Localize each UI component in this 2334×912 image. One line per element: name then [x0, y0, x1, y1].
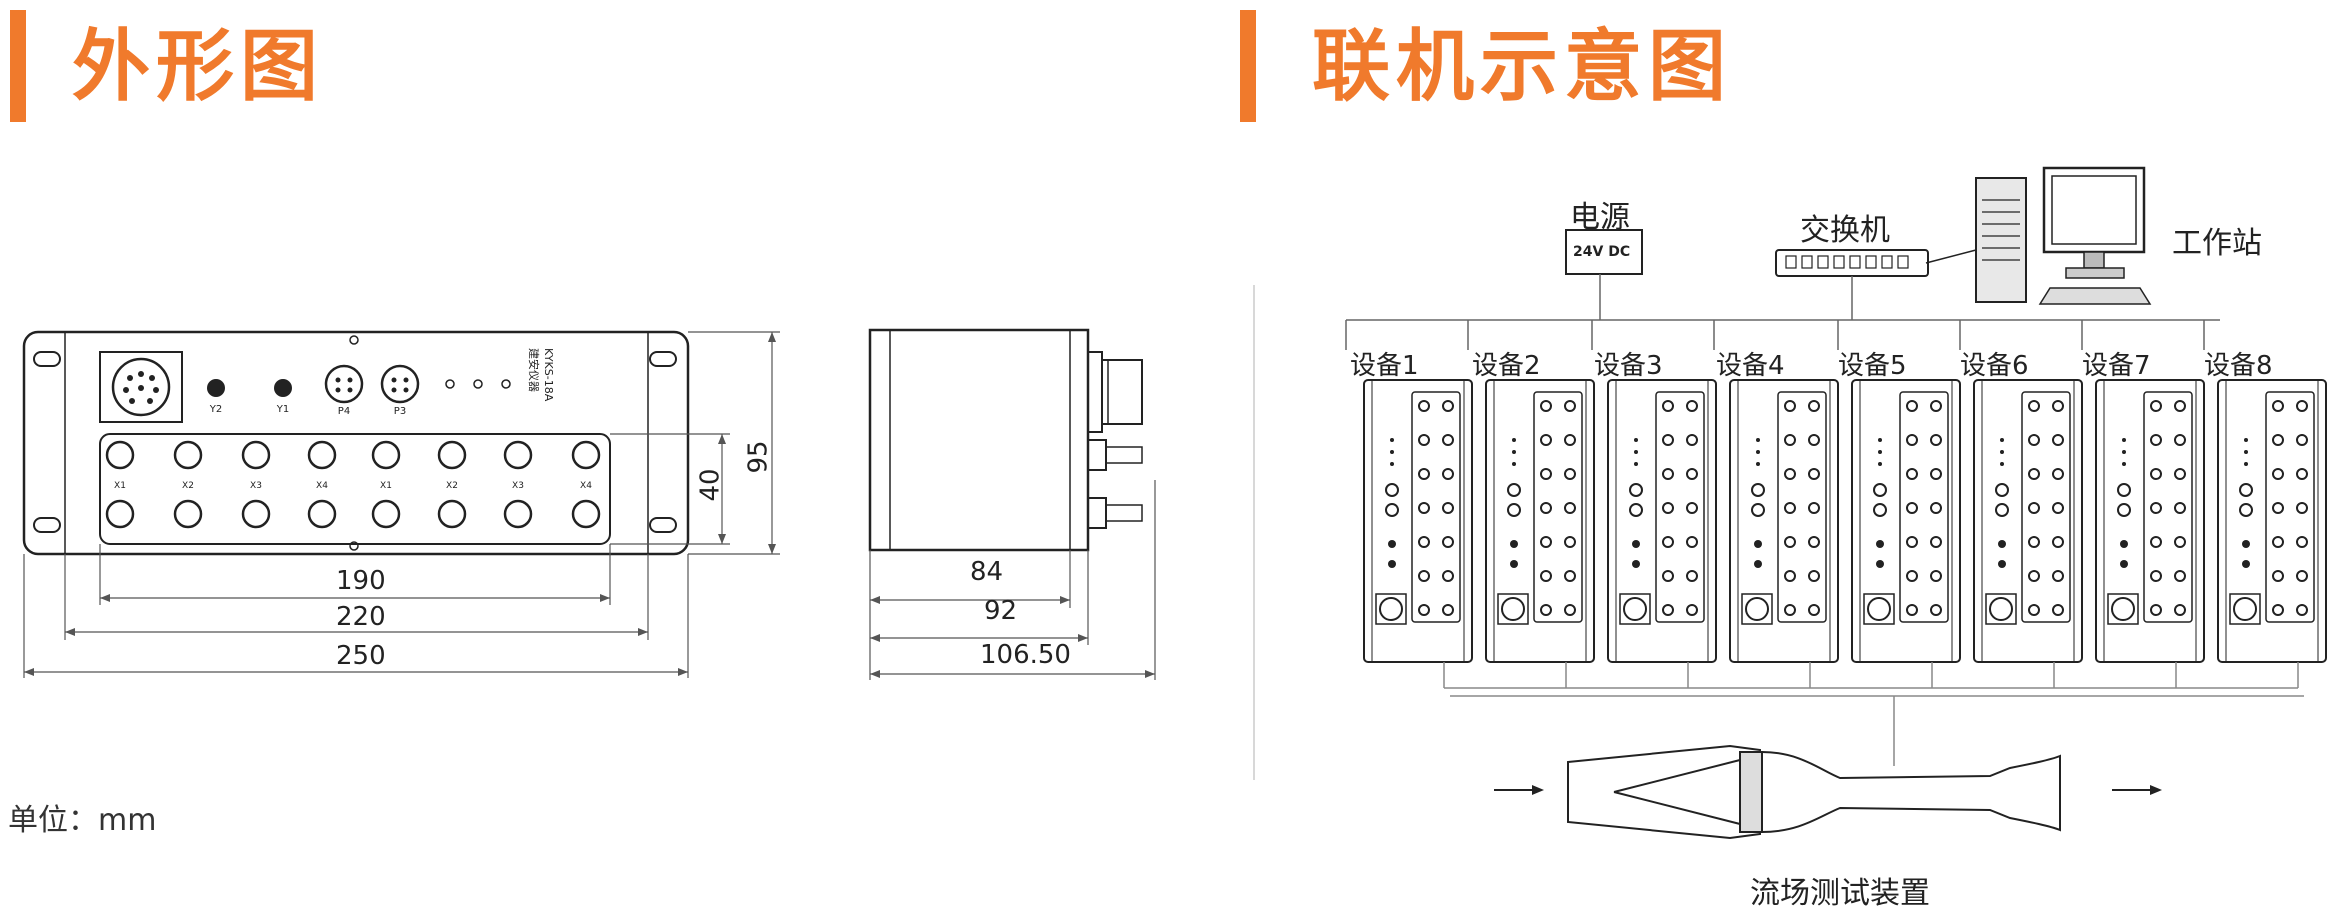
svg-text:X4: X4 — [316, 481, 328, 491]
device-panel-7 — [2095, 379, 2205, 663]
svg-text:X1: X1 — [380, 481, 392, 491]
right-title-bar — [1240, 10, 1256, 122]
svg-text:Y1: Y1 — [276, 404, 289, 415]
device-panels — [1363, 379, 2327, 663]
svg-text:Y2: Y2 — [209, 404, 222, 415]
svg-text:X4: X4 — [580, 481, 592, 491]
svg-text:P4: P4 — [338, 406, 350, 417]
panel-model-text: KYKS-18A — [542, 348, 555, 402]
right-section-title: 联机示意图 — [1312, 22, 1733, 112]
device-label-2: 设备2 — [1472, 351, 1541, 381]
dim-40: 40 — [695, 468, 726, 502]
section-divider — [1253, 285, 1255, 780]
dim-250: 250 — [336, 641, 386, 671]
device-panel-2 — [1485, 379, 1595, 663]
workstation-label: 工作站 — [2172, 226, 2262, 261]
svg-text:X1: X1 — [114, 481, 126, 491]
device-label-8: 设备8 — [2204, 351, 2273, 381]
panel-brand-text: 建安仪器 — [527, 348, 541, 392]
flow-test-label: 流场测试装置 — [1750, 876, 1930, 911]
switch-label: 交换机 — [1800, 213, 1890, 248]
front-view-drawing: Y2 Y1 P4 P3 KYKS-18A 建安仪器 X1 X2 X3 X4 X1 X2 X… — [22, 330, 780, 678]
side-view-drawing — [868, 328, 1156, 680]
device-label-7: 设备7 — [2082, 351, 2151, 381]
unit-note: 单位：mm — [8, 803, 157, 838]
mount-slot-tl — [33, 351, 61, 367]
device-panel-5 — [1851, 379, 1961, 663]
svg-text:X3: X3 — [512, 481, 524, 491]
front-plate-outline — [22, 330, 690, 556]
network-diagram — [1345, 166, 2327, 840]
flow-test-device — [1567, 744, 2061, 840]
dim-190: 190 — [336, 566, 386, 596]
device-panel-1 — [1363, 379, 1473, 663]
svg-text:X3: X3 — [250, 481, 262, 491]
mount-slot-br — [649, 517, 677, 533]
device-label-1: 设备1 — [1350, 351, 1419, 381]
svg-text:X2: X2 — [182, 481, 194, 491]
dim-84: 84 — [970, 557, 1004, 587]
svg-text:X2: X2 — [446, 481, 458, 491]
left-section-title: 外形图 — [72, 22, 325, 112]
dim-106-50: 106.50 — [980, 640, 1071, 670]
side-body — [868, 328, 1090, 552]
dim-220: 220 — [336, 602, 386, 632]
device-panel-4 — [1729, 379, 1839, 663]
dim-92: 92 — [984, 596, 1018, 626]
sensor-ports — [105, 440, 601, 529]
mount-slot-bl — [33, 517, 61, 533]
power-connector — [99, 351, 183, 423]
svg-text:P3: P3 — [394, 406, 406, 417]
power-label: 电源 — [1570, 200, 1630, 235]
power-box-text: 24V DC — [1573, 244, 1631, 260]
left-title-bar — [10, 10, 26, 122]
device-label-5: 设备5 — [1838, 351, 1907, 381]
device-label-4: 设备4 — [1716, 351, 1785, 381]
eth-connectors — [324, 364, 420, 404]
sensor-port-panel — [99, 433, 611, 545]
device-label-3: 设备3 — [1594, 351, 1663, 381]
dim-95: 95 — [743, 440, 774, 474]
device-panel-8 — [2217, 379, 2327, 663]
device-label-6: 设备6 — [1960, 351, 2029, 381]
device-panel-6 — [1973, 379, 2083, 663]
power-box — [1565, 229, 1643, 275]
device-panel-3 — [1607, 379, 1717, 663]
mount-slot-tr — [649, 351, 677, 367]
workstation-icon — [1925, 166, 2152, 305]
